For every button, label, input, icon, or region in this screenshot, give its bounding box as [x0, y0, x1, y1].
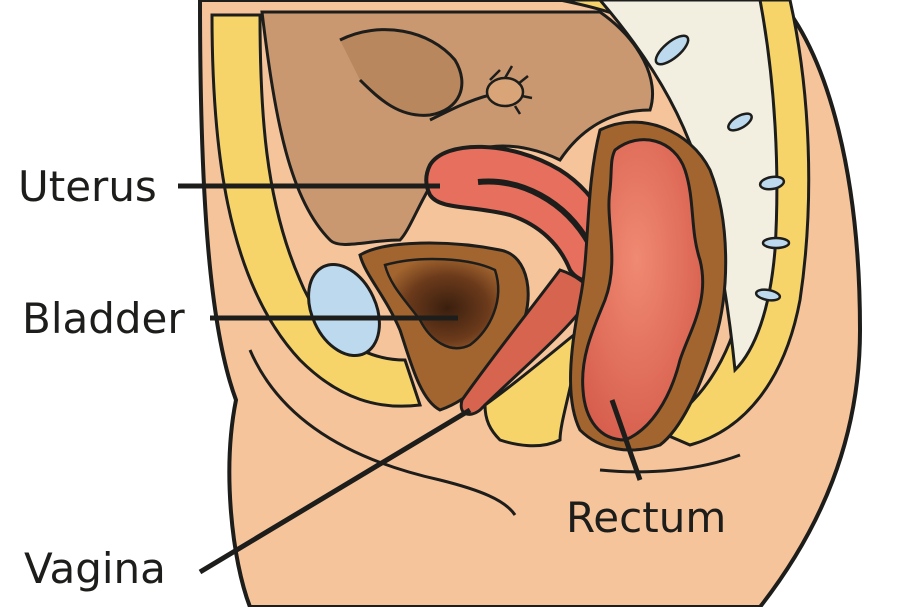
- sacrum-bone: [598, 0, 779, 374]
- bladder-interior: [383, 257, 500, 350]
- fimbriae: [485, 65, 533, 115]
- bladder-label: Bladder: [22, 294, 185, 343]
- rectum-organ: [581, 138, 705, 442]
- uterine-cavity: [477, 178, 593, 247]
- vagina-label: Vagina: [24, 544, 166, 593]
- pubic-bone: [307, 262, 381, 358]
- vagina-leader-line: [198, 407, 472, 575]
- uterus-label: Uterus: [18, 162, 157, 211]
- rectum-leader-line: [609, 399, 643, 481]
- perineum-tissue: [483, 326, 582, 448]
- thigh-contour: [248, 349, 517, 516]
- anterior-fat-layer: [210, 13, 423, 408]
- vertebral-discs: [654, 34, 791, 302]
- intestine-loop: [339, 28, 464, 117]
- fallopian-tube: [429, 93, 491, 122]
- buttock-contour: [599, 453, 741, 474]
- rectum-label: Rectum: [566, 493, 727, 542]
